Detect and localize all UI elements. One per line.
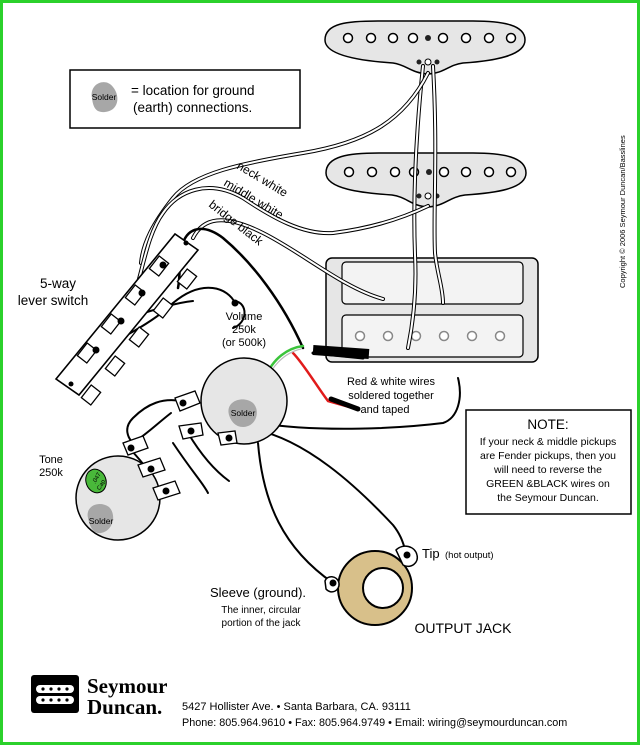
legend-solder-label: Solder xyxy=(92,92,117,102)
tone-solder-spot-icon xyxy=(87,504,114,534)
wiring-diagram: Solder = location for ground (earth) con… xyxy=(18,20,632,729)
note-line-5: the Seymour Duncan. xyxy=(497,492,599,504)
copyright-text: Copyright © 2006 Seymour Duncan/Bassline… xyxy=(618,135,627,288)
output-jack: Tip (hot output) Sleeve (ground). The in… xyxy=(210,545,513,636)
note-line-4: GREEN &BLACK wires on xyxy=(486,478,610,490)
jack-output-label: OUTPUT JACK xyxy=(415,620,513,636)
jack-tip-note: (hot output) xyxy=(445,550,494,561)
jack-sleeve-line2: The inner, circular xyxy=(221,605,301,616)
middle-pickup xyxy=(325,152,527,208)
bridge-humbucker xyxy=(325,257,539,363)
solder-spot-icon xyxy=(91,82,118,113)
footer-address: 5427 Hollister Ave. • Santa Barbara, CA.… xyxy=(182,701,411,713)
footer-contact: Phone: 805.964.9610 • Fax: 805.964.9749 … xyxy=(182,717,567,729)
red-white-line2: soldered together xyxy=(348,390,434,402)
note-line-3: will need to reverse the xyxy=(493,464,602,476)
middle-pickup-poles xyxy=(343,166,517,200)
volume-label-line2: 250k xyxy=(232,324,256,336)
legend-box: Solder = location for ground (earth) con… xyxy=(69,69,301,129)
capacitor-label-line2: Cap. xyxy=(96,477,108,491)
volume-label-line3: (or 500k) xyxy=(222,337,266,349)
footer: Seymour Duncan. 5427 Hollister Ave. • Sa… xyxy=(31,674,567,729)
note-line-2: are Fender pickups, then you xyxy=(480,450,616,462)
switch-label-line2: lever switch xyxy=(18,293,89,308)
note-line-1: If your neck & middle pickups xyxy=(480,436,617,448)
capacitor-label-line1: .047 xyxy=(92,471,103,485)
red-white-line1: Red & white wires xyxy=(347,376,436,388)
jack-sleeve-line3: portion of the jack xyxy=(222,618,302,629)
jack-sleeve-label: Sleeve (ground). xyxy=(210,585,306,600)
note-title: NOTE: xyxy=(527,417,568,432)
volume-solder-spot-icon xyxy=(228,399,257,427)
tone-label-line2: 250k xyxy=(39,467,63,479)
tone-pot: Solder .047 Cap. Tone 250k xyxy=(39,435,181,541)
brand-line1: Seymour xyxy=(87,674,168,698)
note-box: NOTE: If your neck & middle pickups are … xyxy=(465,409,632,515)
legend-text-line2: (earth) connections. xyxy=(133,100,252,115)
neck-pickup-poles xyxy=(342,32,517,66)
red-white-line3: and taped xyxy=(361,404,410,416)
legend-text-line1: = location for ground xyxy=(131,83,254,98)
tone-solder-label: Solder xyxy=(89,516,114,526)
tone-label-line1: Tone xyxy=(39,454,63,466)
seymour-duncan-logo-icon xyxy=(31,675,79,713)
switch-label-line1: 5-way xyxy=(40,276,76,291)
volume-pot: Solder Volume 250k (or 500k) xyxy=(174,311,288,446)
volume-label-line1: Volume xyxy=(226,311,263,323)
tone-capacitor xyxy=(85,468,107,494)
neck-pickup xyxy=(324,20,526,75)
jack-tip-label: Tip xyxy=(422,546,440,561)
red-white-note: Red & white wires soldered together and … xyxy=(347,376,436,416)
five-way-switch: 5-way lever switch xyxy=(18,232,239,406)
volume-solder-label: Solder xyxy=(231,408,256,418)
brand-line2: Duncan. xyxy=(87,695,162,719)
